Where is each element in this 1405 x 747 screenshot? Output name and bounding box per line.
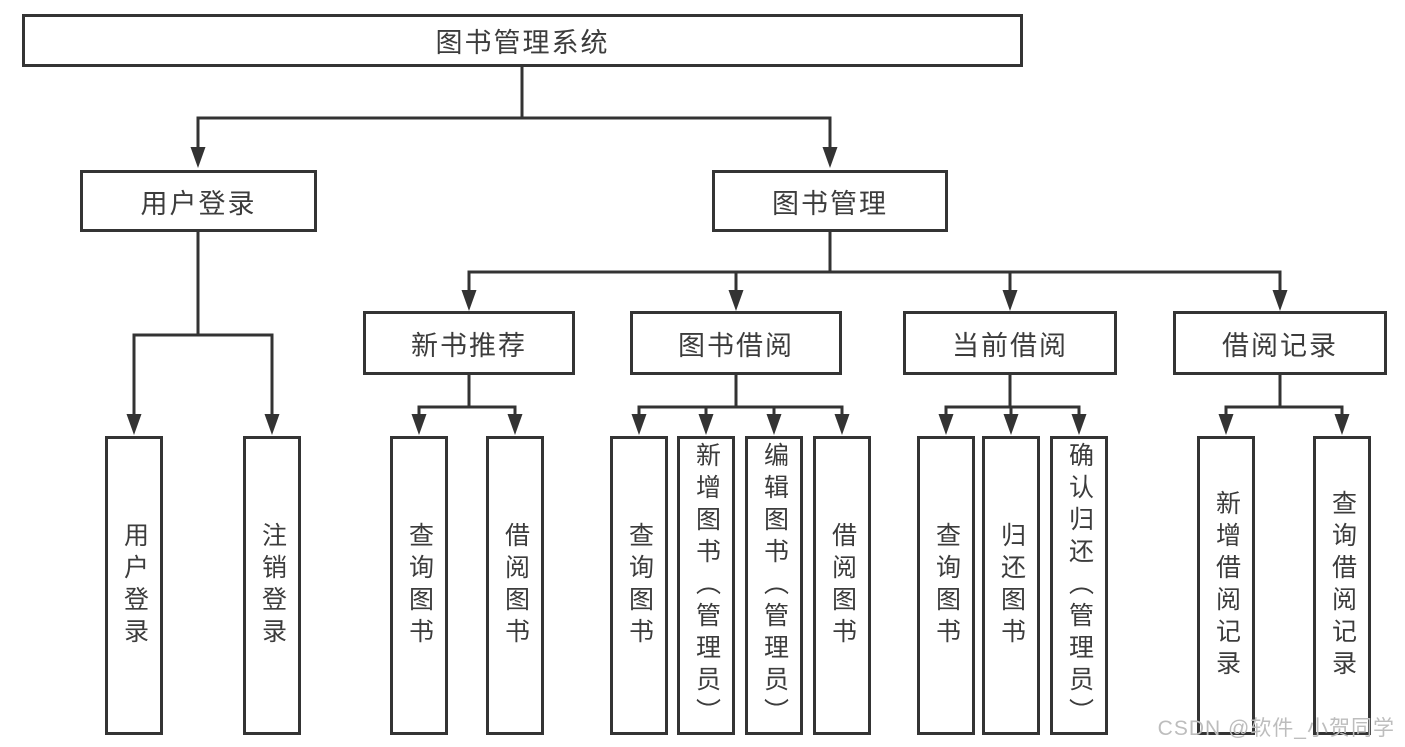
node-label: 编辑图书（管理员） (760, 441, 789, 730)
arrow-down-icon (1002, 290, 1018, 311)
arrow-down-icon (1071, 414, 1087, 435)
node-label: 借阅图书 (828, 521, 857, 650)
arrow-down-icon (264, 414, 280, 435)
connector-user-login-children (126, 230, 280, 435)
connector-borrow-records-children (1218, 373, 1350, 435)
arrow-down-icon (1272, 290, 1288, 311)
arrow-down-icon (698, 414, 714, 435)
node-label: 用户登录 (140, 188, 257, 219)
arrow-down-icon (631, 414, 647, 435)
arrow-down-icon (822, 147, 838, 168)
connector-line (417, 373, 517, 421)
node-label: 图书管理 (772, 188, 888, 219)
node-label: 注销登录 (258, 521, 287, 650)
node-label: 确认归还（管理员） (1065, 441, 1094, 730)
node-label: 查询借阅记录 (1328, 489, 1357, 682)
node-user-login: 用户登录 (80, 170, 317, 232)
connector-line (944, 373, 1081, 421)
connector-line (467, 230, 1282, 297)
node-current-borrow: 当前借阅 (903, 311, 1117, 375)
connector-current-borrow-children (938, 373, 1087, 435)
arrow-down-icon (1334, 414, 1350, 435)
node-leaf-query-books: 查询图书 (390, 436, 448, 735)
node-borrow-records: 借阅记录 (1173, 311, 1387, 375)
node-label: 借阅图书 (501, 521, 530, 650)
connector-line (196, 66, 832, 154)
node-leaf-logout: 注销登录 (243, 436, 301, 735)
arrow-down-icon (834, 414, 850, 435)
node-book-borrow: 图书借阅 (630, 311, 842, 375)
connector-book-borrow-children (631, 373, 850, 435)
node-label: 新增借阅记录 (1212, 489, 1241, 682)
node-label: 查询图书 (932, 521, 961, 650)
node-label: 归还图书 (997, 521, 1026, 650)
node-root-book-management-system: 图书管理系统 (22, 14, 1023, 67)
node-leaf-user-login: 用户登录 (105, 436, 163, 735)
connector-line (1224, 373, 1344, 421)
arrow-down-icon (766, 414, 782, 435)
arrow-down-icon (938, 414, 954, 435)
node-leaf-borrow-books: 借阅图书 (486, 436, 544, 735)
node-label: 用户登录 (120, 521, 149, 650)
node-leaf-query-books: 查询图书 (610, 436, 668, 735)
connector-line (132, 230, 274, 421)
csdn-watermark: CSDN @软件_小贺同学 (1157, 717, 1395, 740)
connector-book-management-children (461, 230, 1288, 311)
node-leaf-add-books-admin: 新增图书（管理员） (677, 436, 735, 735)
node-label: 借阅记录 (1222, 330, 1338, 361)
node-label: 当前借阅 (952, 330, 1068, 361)
connector-root-to-level2 (190, 66, 838, 168)
node-book-management: 图书管理 (712, 170, 948, 232)
node-leaf-add-borrow-record: 新增借阅记录 (1197, 436, 1255, 735)
connector-line (637, 373, 844, 421)
arrow-down-icon (728, 290, 744, 311)
node-label: 图书管理系统 (435, 28, 610, 58)
arrow-down-icon (461, 290, 477, 311)
node-label: 图书借阅 (678, 330, 794, 361)
node-leaf-borrow-books: 借阅图书 (813, 436, 871, 735)
node-leaf-query-borrow-record: 查询借阅记录 (1313, 436, 1371, 735)
node-leaf-edit-books-admin: 编辑图书（管理员） (745, 436, 803, 735)
node-label: 查询图书 (625, 521, 654, 650)
node-label: 查询图书 (405, 521, 434, 650)
arrow-down-icon (507, 414, 523, 435)
node-new-book-recommend: 新书推荐 (363, 311, 575, 375)
node-label: 新书推荐 (411, 330, 527, 361)
node-leaf-confirm-return-admin: 确认归还（管理员） (1050, 436, 1108, 735)
arrow-down-icon (190, 147, 206, 168)
arrow-down-icon (126, 414, 142, 435)
connector-new-book-recommend-children (411, 373, 523, 435)
arrow-down-icon (411, 414, 427, 435)
arrow-down-icon (1003, 414, 1019, 435)
node-leaf-return-books: 归还图书 (982, 436, 1040, 735)
node-label: 新增图书（管理员） (692, 441, 721, 730)
node-leaf-query-books: 查询图书 (917, 436, 975, 735)
arrow-down-icon (1218, 414, 1234, 435)
